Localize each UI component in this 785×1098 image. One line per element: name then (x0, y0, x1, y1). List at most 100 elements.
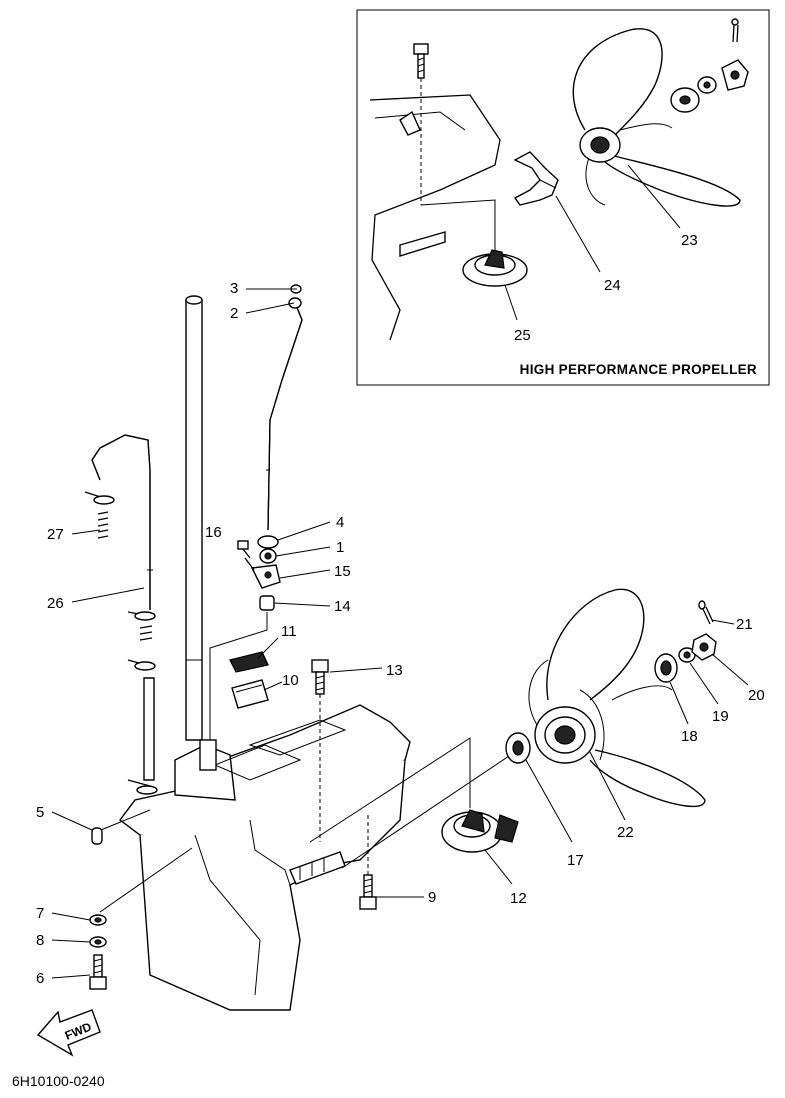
lower-unit-case (119, 704, 411, 1011)
part-5-guide (95, 809, 151, 833)
forward-direction-arrow: FWD (36, 1009, 101, 1057)
water-pump-housing (174, 744, 236, 801)
inset-case-boss (399, 110, 421, 136)
callout-25: 25 (514, 327, 531, 344)
callout-5: 5 (36, 804, 44, 821)
inset-washer (670, 87, 700, 113)
part-12-anode (441, 809, 519, 853)
callout-3: 3 (230, 280, 238, 297)
callout-16: 16 (205, 524, 222, 541)
leader-2 (245, 302, 295, 314)
callout-22: 22 (617, 824, 634, 841)
callout-17: 17 (567, 852, 584, 869)
inset-propeller (572, 28, 741, 207)
hose-clamp-lower (127, 611, 156, 671)
leader-7 (51, 912, 91, 921)
inset-spacer (513, 151, 559, 206)
part-4-seal (257, 535, 279, 549)
inset-high-performance-propeller: 23 24 25 HIGH PERFORMANCE PROPELLER (356, 9, 770, 386)
anode-12-guide (309, 737, 471, 843)
inset-case-detail (374, 111, 466, 131)
part-27-clamp (84, 491, 115, 539)
leader-6 (51, 974, 91, 979)
part-17-thrust-washer (505, 732, 531, 764)
leader-15 (279, 569, 331, 579)
inset-frame (356, 9, 770, 386)
leader-21 (711, 619, 735, 625)
leader-20 (711, 653, 749, 686)
part-14-collar (259, 595, 275, 611)
leader-25 (504, 284, 518, 321)
inset-bolt (413, 43, 429, 79)
callout-8: 8 (36, 932, 44, 949)
callout-11: 11 (281, 623, 297, 640)
leader-1 (275, 546, 331, 557)
part-13-bolt (311, 659, 329, 695)
callout-27: 27 (47, 526, 64, 543)
part-16-screw (237, 540, 251, 559)
part-18-spacer (654, 653, 678, 683)
part-9-bolt (359, 874, 377, 910)
callout-13: 13 (386, 662, 403, 679)
diagram-id: 6H10100-0240 (12, 1073, 105, 1089)
callout-6: 6 (36, 970, 44, 987)
leader-26 (71, 587, 145, 603)
inset-title: HIGH PERFORMANCE PROPELLER (520, 362, 757, 377)
drive-shaft (185, 295, 203, 741)
callout-9: 9 (428, 889, 436, 906)
part-15-bracket (244, 557, 281, 589)
part-10-plate (231, 679, 269, 709)
leader-10 (263, 681, 283, 691)
leader-8 (51, 939, 91, 943)
shift-guide (209, 612, 268, 745)
part-21-cotter-pin (698, 600, 714, 625)
inset-propeller-shaft (399, 231, 446, 257)
part-6-bolt (89, 954, 107, 990)
callout-23: 23 (681, 232, 698, 249)
hose-clamp-bottom (127, 779, 158, 795)
callout-24: 24 (604, 277, 621, 294)
callout-21: 21 (736, 616, 753, 633)
leader-27 (71, 529, 101, 535)
leader-22 (589, 751, 626, 821)
water-tube-lower (143, 677, 155, 781)
leader-12 (484, 849, 513, 885)
callout-4: 4 (336, 514, 344, 531)
callout-15: 15 (334, 563, 351, 580)
part-11-plate (229, 651, 269, 673)
inset-anode (462, 249, 528, 287)
callout-20: 20 (748, 687, 765, 704)
callout-2: 2 (230, 305, 238, 322)
leader-19 (689, 662, 719, 705)
inset-castle-nut (721, 59, 749, 91)
callout-1: 1 (336, 539, 344, 556)
leader-23 (627, 164, 681, 229)
water-hose-assembly: 27 26 (47, 434, 158, 795)
leader-11 (257, 637, 279, 659)
part-20-nut (691, 633, 717, 661)
inset-cotter-pin (731, 18, 739, 43)
leader-13 (329, 667, 383, 673)
callout-18: 18 (681, 728, 698, 745)
leader-18 (669, 681, 689, 725)
callout-19: 19 (712, 708, 729, 725)
callout-14: 14 (334, 598, 351, 615)
leader-17 (525, 759, 573, 843)
inset-lower-case-outline (369, 94, 501, 341)
part-22-propeller (528, 588, 706, 808)
inset-anode-guide (420, 199, 496, 250)
callout-26: 26 (47, 595, 64, 612)
leader-14 (273, 602, 331, 607)
part-5-dowel-pin (91, 827, 103, 845)
inset-lock-washer (697, 76, 717, 94)
callout-12: 12 (510, 890, 527, 907)
shift-rod-assembly: 3 2 4 1 16 15 14 (205, 280, 351, 745)
leader-24 (555, 195, 601, 273)
callout-10: 10 (282, 672, 299, 689)
washer-7-guide (99, 847, 193, 913)
part-2-rod-top (288, 297, 302, 309)
propeller-guide (341, 751, 516, 869)
callout-7: 7 (36, 905, 44, 922)
